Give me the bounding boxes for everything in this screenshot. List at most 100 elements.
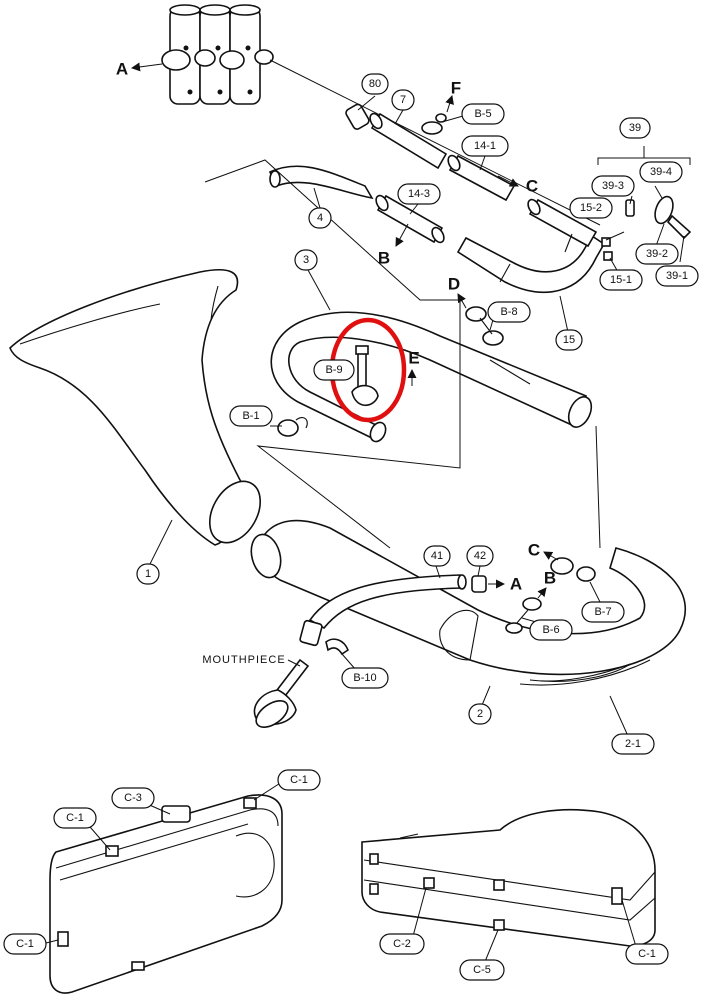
case-right xyxy=(361,808,656,947)
svg-text:C-2: C-2 xyxy=(393,938,411,950)
label-39-1: 39-1 xyxy=(655,265,699,287)
water-key-b1 xyxy=(277,417,308,437)
case-left xyxy=(49,794,283,994)
svg-text:15-1: 15-1 xyxy=(610,274,632,286)
cap-42 xyxy=(471,575,487,593)
clip-b10 xyxy=(325,638,349,656)
svg-text:4: 4 xyxy=(317,212,323,224)
connector-a-top: A xyxy=(116,60,128,79)
label-14-3: 14-3 xyxy=(397,183,441,205)
label-b6: B-6 xyxy=(529,619,573,641)
svg-text:39-4: 39-4 xyxy=(650,166,672,178)
label-c1-right: C-1 xyxy=(625,943,669,965)
part-labels: 80 7 B-5 14-1 14-3 4 3 39 xyxy=(3,73,699,981)
loop-tube-3 xyxy=(270,311,593,443)
leadpipe-41 xyxy=(299,574,467,647)
assembly-line-right xyxy=(595,425,601,549)
svg-text:C-1: C-1 xyxy=(16,938,34,950)
main-bow-2 xyxy=(250,519,687,686)
svg-text:42: 42 xyxy=(474,550,486,562)
label-b9: B-9 xyxy=(313,359,355,381)
svg-text:39: 39 xyxy=(629,122,641,134)
svg-text:2: 2 xyxy=(477,708,483,720)
assembly-line-top xyxy=(269,59,601,226)
label-15-2: 15-2 xyxy=(569,197,613,219)
label-14-1: 14-1 xyxy=(461,135,509,157)
connector-e: E xyxy=(408,349,419,368)
connector-b-mid: B xyxy=(544,569,556,588)
label-b10: B-10 xyxy=(341,667,389,689)
svg-text:C-3: C-3 xyxy=(124,792,142,804)
mouthpiece-label: MOUTHPIECE xyxy=(202,654,285,666)
svg-text:B-1: B-1 xyxy=(242,410,259,422)
water-key-b9 xyxy=(351,345,379,407)
connector-a-mid: A xyxy=(510,575,522,594)
label-1: 1 xyxy=(136,563,160,585)
svg-text:14-3: 14-3 xyxy=(408,188,430,200)
label-4: 4 xyxy=(308,207,332,229)
mouthpiece xyxy=(253,658,310,728)
svg-text:C-1: C-1 xyxy=(638,948,656,960)
svg-text:C-1: C-1 xyxy=(66,812,84,824)
svg-text:B-9: B-9 xyxy=(325,364,342,376)
svg-text:14-1: 14-1 xyxy=(474,140,496,152)
svg-text:B-10: B-10 xyxy=(353,672,376,684)
connector-f: F xyxy=(451,79,461,98)
label-39: 39 xyxy=(619,117,651,139)
label-41: 41 xyxy=(423,545,451,567)
connection-arrows xyxy=(131,62,559,599)
svg-text:39-1: 39-1 xyxy=(666,270,688,282)
ferrule-80 xyxy=(345,103,370,130)
water-key-b5 xyxy=(421,113,447,135)
svg-text:41: 41 xyxy=(431,550,443,562)
connector-b-top: B xyxy=(378,249,390,268)
connector-d: D xyxy=(448,275,460,294)
label-42: 42 xyxy=(466,545,494,567)
label-c3: C-3 xyxy=(111,787,155,809)
svg-text:C-1: C-1 xyxy=(290,774,308,786)
label-39-4: 39-4 xyxy=(639,161,683,183)
label-c1-left-top: C-1 xyxy=(53,807,97,829)
label-c5: C-5 xyxy=(459,959,505,981)
connector-c-mid: C xyxy=(528,541,540,560)
label-c1-left-side: C-1 xyxy=(3,933,47,955)
valve-cluster xyxy=(161,4,274,105)
svg-text:2-1: 2-1 xyxy=(625,738,641,750)
connector-c-top: C xyxy=(526,177,538,196)
label-15: 15 xyxy=(555,329,583,351)
svg-text:1: 1 xyxy=(145,568,151,580)
svg-text:B-8: B-8 xyxy=(500,306,517,318)
svg-text:15: 15 xyxy=(563,334,575,346)
water-key-b7 xyxy=(550,557,596,582)
tube-4 xyxy=(268,165,374,200)
label-80: 80 xyxy=(361,73,389,95)
tube-7 xyxy=(369,112,448,170)
svg-text:39-3: 39-3 xyxy=(602,180,624,192)
label-15-1: 15-1 xyxy=(599,269,643,291)
label-2-1: 2-1 xyxy=(611,733,655,755)
svg-text:B-6: B-6 xyxy=(542,624,559,636)
u-bend-15 xyxy=(456,198,606,294)
label-b1: B-1 xyxy=(229,405,273,427)
label-c2: C-2 xyxy=(379,933,425,955)
svg-text:39-2: 39-2 xyxy=(646,248,668,260)
svg-text:3: 3 xyxy=(303,254,309,266)
svg-text:15-2: 15-2 xyxy=(580,202,602,214)
label-39-2: 39-2 xyxy=(635,243,679,265)
tube-14-3 xyxy=(375,194,445,244)
label-39-3: 39-3 xyxy=(591,175,635,197)
connector-letters: A F C B D E C A B xyxy=(116,60,556,594)
svg-text:7: 7 xyxy=(400,94,406,106)
label-2: 2 xyxy=(468,703,492,725)
label-3: 3 xyxy=(294,249,318,271)
svg-text:B-7: B-7 xyxy=(594,606,611,618)
svg-text:C-5: C-5 xyxy=(473,964,491,976)
label-b5: B-5 xyxy=(461,103,505,125)
label-7: 7 xyxy=(391,89,415,111)
svg-text:80: 80 xyxy=(369,78,381,90)
bell-1 xyxy=(9,268,262,546)
water-key-b6 xyxy=(505,597,542,634)
water-key-b8 xyxy=(465,306,504,346)
